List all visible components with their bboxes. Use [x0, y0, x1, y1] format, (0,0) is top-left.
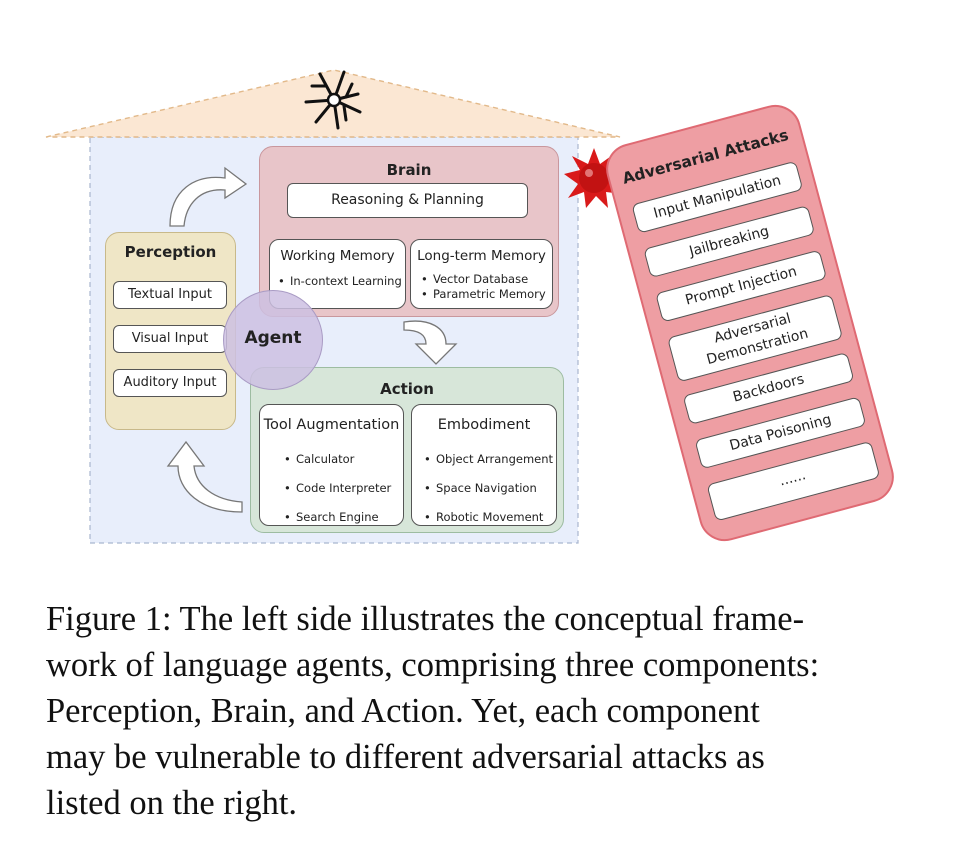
- long-term-memory-list: Vector Database Parametric Memory: [421, 272, 546, 302]
- caption-line: Perception, Brain, and Action. Yet, each…: [46, 692, 760, 730]
- brain-panel: Brain Reasoning & Planning Working Memor…: [259, 146, 559, 317]
- arrow-brain-to-action: [403, 320, 458, 365]
- brain-title: Brain: [386, 161, 432, 179]
- perception-title: Perception: [124, 243, 217, 261]
- reasoning-planning-box: Reasoning & Planning: [287, 183, 528, 218]
- embodiment-item: Object Arrangement: [424, 445, 553, 474]
- embodiment-item: Space Navigation: [424, 474, 553, 503]
- arrow-action-to-perception: [166, 440, 243, 513]
- working-memory-title: Working Memory: [280, 248, 395, 264]
- arrow-perception-to-brain: [169, 166, 248, 227]
- caption-line: Figure 1: The left side illustrates the …: [46, 600, 805, 638]
- action-panel: Action Tool Augmentation Calculator Code…: [250, 367, 564, 533]
- working-memory-list: In-context Learning: [278, 274, 402, 288]
- tool-item: Code Interpreter: [284, 474, 391, 503]
- embodiment-box: Embodiment Object Arrangement Space Navi…: [411, 404, 557, 532]
- tool-item: Calculator: [284, 445, 391, 474]
- tool-item: Search Engine: [284, 503, 391, 532]
- working-memory-item: In-context Learning: [278, 274, 402, 288]
- agent-circle: Agent: [223, 290, 323, 390]
- agent-label: Agent: [244, 328, 302, 348]
- agent-framework-diagram: Perception Textual Input Visual Input Au…: [0, 0, 955, 580]
- tool-augmentation-list: Calculator Code Interpreter Search Engin…: [284, 445, 391, 532]
- long-term-memory-item: Parametric Memory: [421, 287, 546, 302]
- tool-augmentation-title: Tool Augmentation: [263, 417, 400, 433]
- long-term-memory-item: Vector Database: [421, 272, 546, 287]
- figure-caption: Figure 1: The left side illustrates the …: [46, 596, 920, 826]
- embodiment-title: Embodiment: [437, 417, 531, 433]
- long-term-memory-box: Long-term Memory Vector Database Paramet…: [410, 239, 553, 309]
- perception-item-visual: Visual Input: [113, 325, 227, 353]
- caption-line: listed on the right.: [46, 784, 298, 822]
- action-title: Action: [380, 380, 434, 398]
- embodiment-list: Object Arrangement Space Navigation Robo…: [424, 445, 553, 532]
- long-term-memory-title: Long-term Memory: [417, 248, 546, 264]
- caption-line: may be vulnerable to different adversari…: [46, 738, 765, 776]
- perception-item-textual: Textual Input: [113, 281, 227, 309]
- tool-augmentation-box: Tool Augmentation Calculator Code Interp…: [259, 404, 404, 532]
- caption-line: work of language agents, comprising thre…: [46, 646, 820, 684]
- perception-item-auditory: Auditory Input: [113, 369, 227, 397]
- perception-panel: Perception Textual Input Visual Input Au…: [105, 232, 236, 430]
- crack-icon: [304, 70, 362, 130]
- embodiment-item: Robotic Movement: [424, 503, 553, 532]
